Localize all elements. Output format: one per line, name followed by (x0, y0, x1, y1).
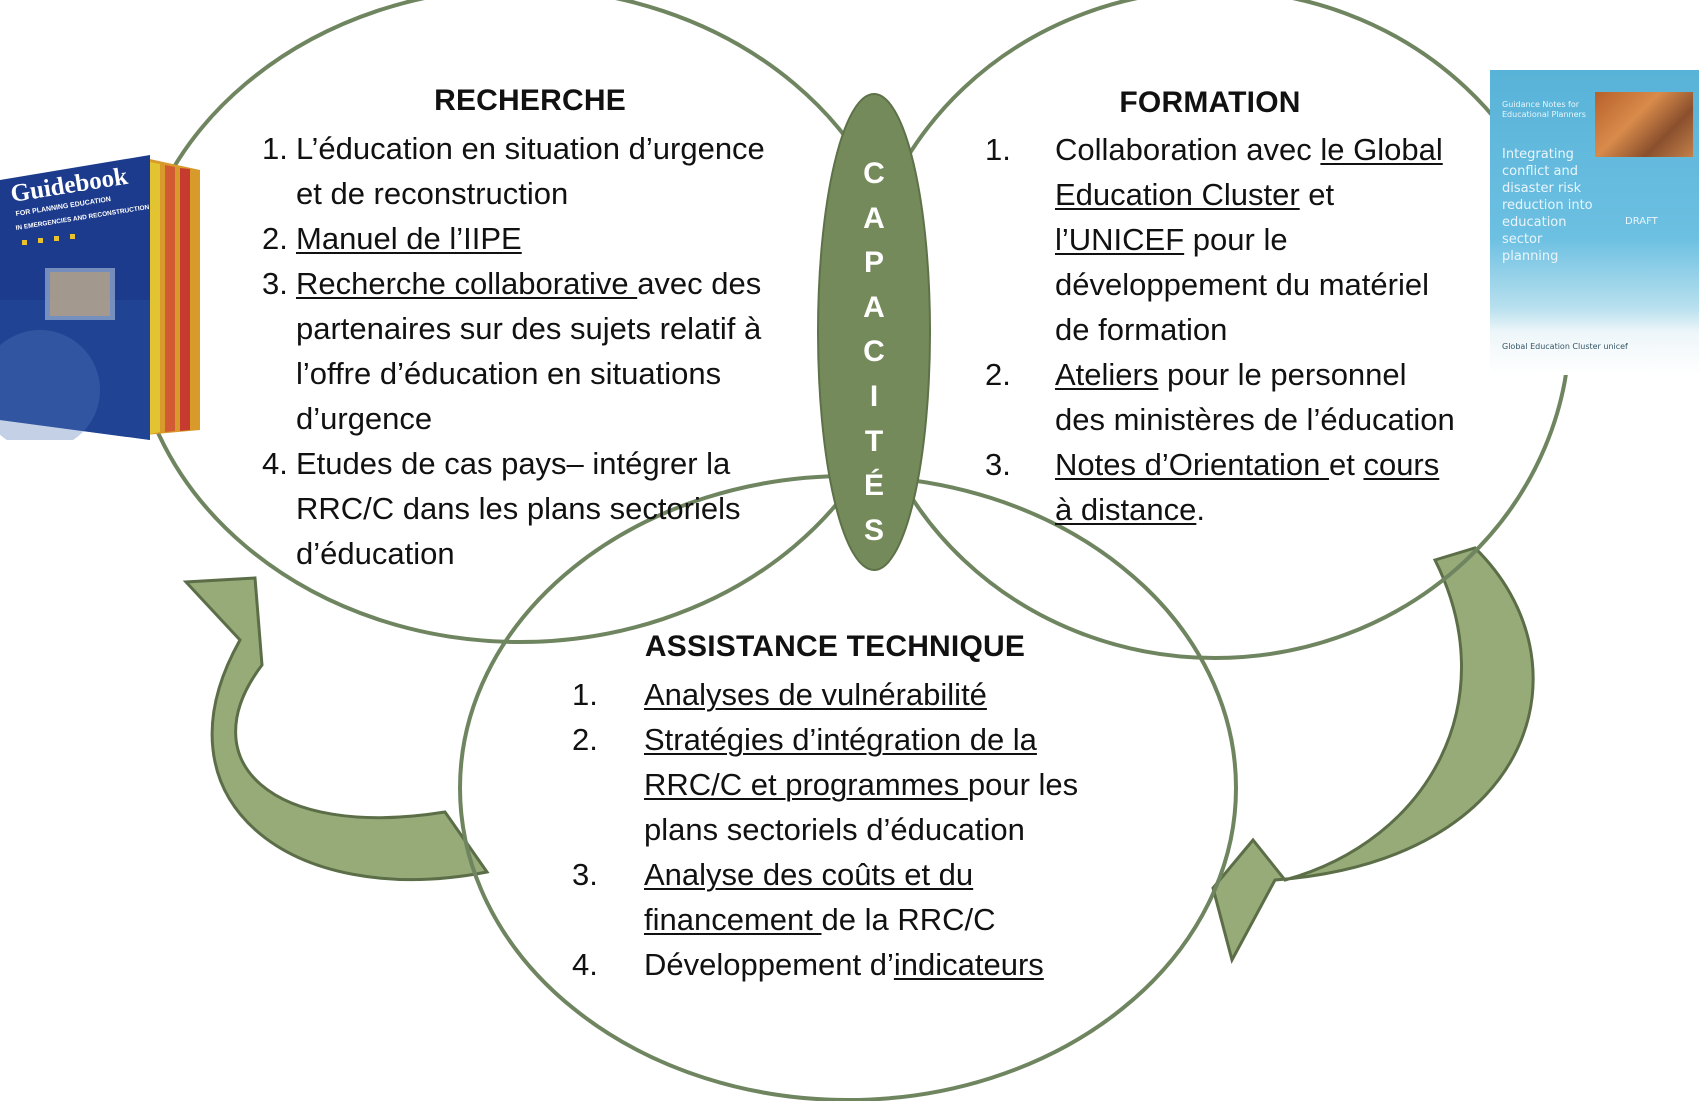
item-text: Collaboration avec (1055, 132, 1321, 167)
capacites-letter: C (863, 335, 885, 369)
assistance-list: 1. Analyses de vulnérabilité 2. Stratégies … (572, 672, 1102, 987)
item-number: 1. (572, 677, 598, 712)
item-text: et (1299, 177, 1335, 212)
underlined-text: l’UNICEF (1055, 222, 1185, 257)
item-number: 1. (262, 131, 288, 166)
capacites-letter: I (869, 379, 879, 413)
item-text: pour les plans sectoriels d’éducation (644, 767, 1079, 847)
cover-header: Guidance Notes for Educational Planners (1502, 100, 1586, 119)
capacites-letter: T (864, 424, 884, 458)
formation-item: 2. Ateliers pour le personnel des ministè… (985, 352, 1455, 442)
item-number: 3. (572, 857, 598, 892)
formation-item: 1. Collaboration avec le Global Education… (985, 127, 1455, 352)
left-cycle-arrow (182, 576, 490, 882)
underlined-text: Ateliers (1055, 357, 1159, 392)
underlined-text: Manuel de l’IIPE (296, 221, 522, 256)
underlined-text: le Global Education Cluster (1055, 132, 1443, 212)
recherche-item: 4.Etudes de cas pays– intégrer la RRC/C … (262, 441, 772, 576)
underlined-text: cours à distance (1055, 447, 1440, 527)
cover-title: Integrating conflict and disaster risk r… (1502, 147, 1593, 264)
capacites-letter: A (863, 201, 885, 235)
recherche-item: 2.Manuel de l’IIPE (262, 216, 772, 261)
item-text: pour le personnel des ministères de l’éd… (1055, 357, 1455, 437)
underlined-text: indicateurs (893, 947, 1044, 982)
item-text: L’éducation en situation d’urgence et de… (296, 131, 765, 211)
item-text: avec des partenaires sur des sujets rela… (296, 266, 762, 436)
recherche-list: 1.L’éducation en situation d’urgence et … (262, 126, 772, 576)
capacites-letter: P (863, 246, 884, 280)
underlined-text: Analyses de vulnérabilité (644, 677, 987, 712)
item-number: 4. (572, 947, 598, 982)
item-number: 3. (985, 447, 1011, 482)
guidance-notes-cover-image: Guidance Notes for Educational Planners … (1490, 70, 1699, 375)
item-number: 4. (262, 446, 288, 481)
underlined-text: Stratégies d’intégration de la RRC/C et … (644, 722, 1037, 802)
capacites-letter: S (863, 513, 884, 547)
capacites-letter: A (863, 290, 885, 324)
formation-title: FORMATION (1119, 86, 1301, 119)
guidebook-cover-image: Guidebook FOR PLANNING EDUCATION IN EMER… (0, 150, 205, 450)
item-text: Etudes de cas pays– intégrer la RRC/C da… (296, 446, 741, 571)
item-number: 3. (262, 266, 288, 301)
item-number: 2. (572, 722, 598, 757)
recherche-item: 1.L’éducation en situation d’urgence et … (262, 126, 772, 216)
assistance-item: 3. Analyse des coûts et du financement de… (572, 852, 1102, 942)
cover-footer: Global Education Cluster unicef (1502, 342, 1628, 351)
underlined-text: Analyse des coûts et du financement (644, 857, 974, 937)
recherche-title: RECHERCHE (434, 84, 626, 117)
item-text: pour le développement du matériel de for… (1055, 222, 1429, 347)
item-text: et (1328, 447, 1364, 482)
item-number: 1. (985, 132, 1011, 167)
recherche-item: 3.Recherche collaborative avec des parte… (262, 261, 772, 441)
underlined-text: Notes d’Orientation (1055, 447, 1329, 482)
right-cycle-arrow (1211, 546, 1535, 965)
capacites-ellipse (817, 93, 931, 571)
cover-draft: DRAFT (1625, 216, 1658, 227)
item-number: 2. (262, 221, 288, 256)
assistance-item: 2. Stratégies d’intégration de la RRC/C e… (572, 717, 1102, 852)
capacites-letter: É (863, 469, 884, 503)
assistance-title: ASSISTANCE TECHNIQUE (644, 630, 1026, 663)
capacites-letter: C (863, 157, 885, 190)
formation-list: 1. Collaboration avec le Global Education… (985, 127, 1455, 532)
item-text: de la RRC/C (821, 902, 996, 937)
formation-item: 3. Notes d’Orientation et cours à distanc… (985, 442, 1455, 532)
assistance-item: 1. Analyses de vulnérabilité (572, 672, 1102, 717)
assistance-item: 4. Développement d’indicateurs (572, 942, 1102, 987)
item-text: . (1196, 492, 1205, 527)
cover-photo (1595, 92, 1693, 157)
item-text: Développement d’ (644, 947, 894, 982)
underlined-text: Recherche collaborative (296, 266, 638, 301)
item-number: 2. (985, 357, 1011, 392)
